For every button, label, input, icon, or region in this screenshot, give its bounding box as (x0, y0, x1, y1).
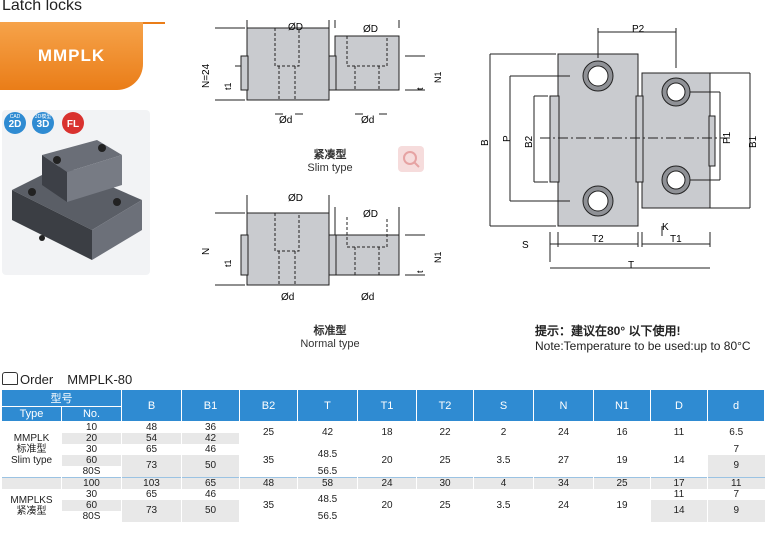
section-title: Latch locks (2, 0, 83, 14)
svg-text:T2: T2 (592, 234, 604, 245)
group-header: 型号 (1, 389, 122, 407)
temperature-note: 提示：建议在80° 以下使用! Note:Temperature to be u… (535, 324, 751, 353)
svg-text:P: P (502, 135, 513, 142)
svg-text:N: N (201, 248, 212, 255)
svg-text:t1: t1 (223, 82, 233, 90)
latch-lock-illustration (12, 140, 142, 260)
col-N1: N1 (593, 389, 651, 422)
table-row: 100 (61, 477, 122, 489)
table-row: 20 (61, 433, 122, 444)
svg-text:Ød: Ød (279, 115, 292, 126)
svg-text:t: t (415, 270, 425, 273)
svg-text:ØD: ØD (288, 193, 303, 204)
table-row: 30 (61, 489, 122, 500)
col-T2: T2 (416, 389, 474, 422)
svg-text:P1: P1 (722, 131, 733, 144)
phone-icon (2, 372, 18, 385)
svg-text:ØD: ØD (288, 22, 303, 33)
svg-text:N1: N1 (433, 251, 443, 263)
svg-text:B1: B1 (748, 135, 759, 148)
badge-fl[interactable]: FL (62, 112, 84, 134)
col-D: D (650, 389, 708, 422)
svg-text:K: K (662, 222, 669, 233)
col-T: T (297, 389, 358, 422)
type-header: Type (1, 406, 62, 422)
col-B2: B2 (239, 389, 298, 422)
svg-text:Ød: Ød (281, 292, 294, 303)
svg-text:T1: T1 (670, 234, 682, 245)
table-row: 60 (61, 455, 122, 466)
no-header: No. (61, 406, 122, 422)
svg-text:P2: P2 (632, 24, 645, 35)
tab-accent-line (143, 22, 165, 24)
table-row: 30 (61, 444, 122, 455)
col-B1: B1 (181, 389, 240, 422)
svg-text:N=24: N=24 (201, 63, 212, 88)
svg-text:Ød: Ød (361, 115, 374, 126)
svg-text:t: t (415, 87, 425, 90)
model-tab: MMPLK (0, 22, 143, 90)
col-N: N (533, 389, 594, 422)
model-label: MMPLK (37, 46, 106, 65)
svg-text:ØD: ØD (363, 24, 378, 35)
svg-text:S: S (522, 240, 529, 251)
search-icon[interactable] (398, 146, 424, 172)
col-S: S (473, 389, 534, 422)
table-row: 10 (61, 421, 122, 433)
table-row: 60 (61, 500, 122, 511)
svg-text:t1: t1 (223, 259, 233, 267)
svg-text:Ød: Ød (361, 292, 374, 303)
table-row: 80S (61, 466, 122, 478)
normal-type-diagram: ØD ØD Ød Ød N t1 N1 t (201, 193, 443, 303)
col-d: d (707, 389, 765, 422)
slim-type-diagram: ØD ØD Ød Ød N=24 t1 N1 t (201, 20, 443, 126)
svg-text:B2: B2 (524, 135, 535, 148)
spec-table: 型号 B B1 B2 T T1 T2 S N N1 D d Type No. M… (1, 389, 765, 522)
col-B: B (121, 389, 182, 422)
top-view-diagram: P2 B P B2 P1 B1 S T2 K T1 T (480, 24, 759, 271)
col-T1: T1 (357, 389, 417, 422)
svg-text:B: B (480, 139, 491, 146)
svg-text:ØD: ØD (363, 209, 378, 220)
product-photo (2, 110, 150, 275)
table-row: 80S (61, 511, 122, 522)
svg-text:N1: N1 (433, 71, 443, 83)
svg-text:T: T (628, 260, 634, 271)
